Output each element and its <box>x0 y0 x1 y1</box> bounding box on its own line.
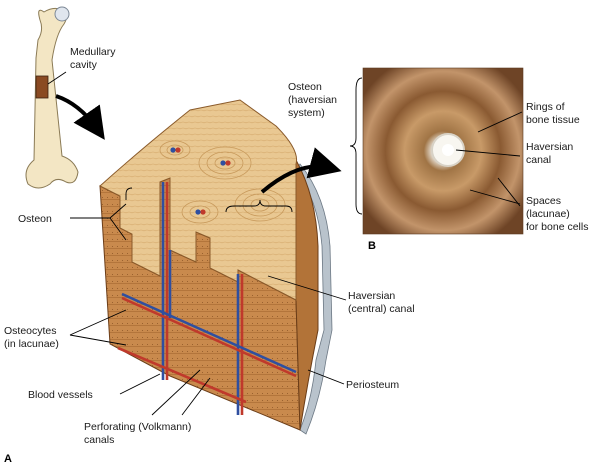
svg-text:(central) canal: (central) canal <box>348 303 415 315</box>
label-haversian-central-canal: Haversian (central) canal <box>348 290 415 315</box>
svg-text:Spaces: Spaces <box>526 195 561 207</box>
osteon-rings <box>159 140 286 224</box>
svg-text:Haversian: Haversian <box>348 290 395 302</box>
arrow-femur-to-block <box>55 94 105 140</box>
svg-text:Haversian: Haversian <box>526 141 573 153</box>
svg-text:(in lacunae): (in lacunae) <box>4 338 59 350</box>
osteon-micrograph <box>362 67 524 235</box>
leader-lines <box>47 71 523 416</box>
osteon-bracket-left <box>125 187 133 200</box>
haversian-canal-openings <box>170 147 231 215</box>
bone-top-face <box>99 99 298 301</box>
panel-label-a: A <box>4 453 12 465</box>
osteon-bracket-right <box>225 199 293 213</box>
label-rings-of-bone-tissue: Rings of bone tissue <box>526 101 580 126</box>
arrow-block-to-micrograph <box>260 147 342 194</box>
femur-illustration <box>25 6 79 189</box>
svg-text:Rings of: Rings of <box>526 101 565 113</box>
label-spaces-lacunae: Spaces (lacunae) for bone cells <box>526 195 588 233</box>
svg-text:system): system) <box>288 107 325 119</box>
label-osteocytes: Osteocytes (in lacunae) <box>4 325 59 350</box>
medullary-cavity-window <box>35 75 49 99</box>
svg-text:(lacunae): (lacunae) <box>526 208 570 220</box>
svg-text:(haversian: (haversian <box>288 94 337 106</box>
label-periosteum: Periosteum <box>346 379 399 391</box>
svg-text:Osteocytes: Osteocytes <box>4 325 57 337</box>
svg-text:Medullary: Medullary <box>70 46 116 58</box>
svg-text:canal: canal <box>526 154 551 166</box>
svg-text:cavity: cavity <box>70 59 98 71</box>
periosteum-layer <box>295 163 333 435</box>
blood-vessels <box>117 182 297 415</box>
label-medullary-cavity: Medullary cavity <box>70 46 116 71</box>
label-perforating-canals: Perforating (Volkmann) canals <box>84 421 191 446</box>
svg-text:bone tissue: bone tissue <box>526 114 580 126</box>
osteon-bracket <box>349 77 363 215</box>
label-blood-vessels: Blood vessels <box>28 389 93 401</box>
bone-right-face <box>295 158 319 431</box>
label-osteon-haversian-system: Osteon (haversian system) <box>288 81 337 119</box>
svg-text:canals: canals <box>84 434 114 446</box>
svg-text:Osteon: Osteon <box>288 81 322 93</box>
label-osteon: Osteon <box>18 213 52 225</box>
svg-text:Perforating (Volkmann): Perforating (Volkmann) <box>84 421 191 433</box>
label-haversian-canal: Haversian canal <box>526 141 573 166</box>
panel-label-b: B <box>368 240 376 252</box>
svg-text:for bone cells: for bone cells <box>526 221 588 233</box>
